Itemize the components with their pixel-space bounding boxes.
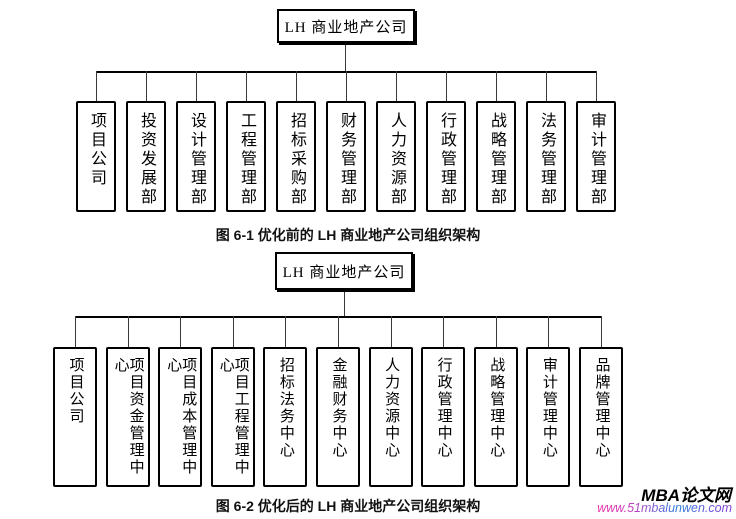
dept-box: 审计管理中心 xyxy=(526,316,571,487)
dept-box: 战略管理部 xyxy=(476,71,516,212)
dept-label: 审计管理中心 xyxy=(540,357,557,459)
figure-caption-6-2: 图 6-2 优化后的 LH 商业地产公司组织架构 xyxy=(215,498,481,514)
dept-box: 法务管理部 xyxy=(526,71,566,212)
dept-box: 设计管理部 xyxy=(176,71,216,212)
dept-box: 审计管理部 xyxy=(576,71,616,212)
dept-label: 战略管理部 xyxy=(488,112,505,207)
dept-label: 战略管理中心 xyxy=(488,357,505,459)
dept-box: 行政管理部 xyxy=(426,71,466,212)
dept-label: 人力资源部 xyxy=(388,112,405,207)
dept-label: 品牌管理中心 xyxy=(593,357,610,459)
dept-box: 行政管理中心 xyxy=(421,316,466,487)
org-chart2-departments-row: 项目公司 项目资金管理中心 项目成本管理中心 项目工程管理中心 招标法务中心 金… xyxy=(53,316,623,487)
dept-label: 项目工程管理中心 xyxy=(217,357,249,476)
org-chart1-root-label: LH 商业地产公司 xyxy=(284,19,408,36)
connector-line xyxy=(345,45,346,71)
dept-box: 项目公司 xyxy=(53,316,97,487)
watermark-site-url[interactable]: www.51mbalunwen.com xyxy=(597,501,732,515)
dept-label: 招标法务中心 xyxy=(277,357,294,459)
dept-label: 工程管理部 xyxy=(238,112,255,207)
dept-box: 工程管理部 xyxy=(226,71,266,212)
dept-label: 行政管理中心 xyxy=(435,357,452,459)
figure-caption-6-1: 图 6-1 优化前的 LH 商业地产公司组织架构 xyxy=(215,227,481,243)
dept-label: 项目公司 xyxy=(88,112,105,188)
dept-box: 项目资金管理中心 xyxy=(105,316,150,487)
dept-box: 项目工程管理中心 xyxy=(210,316,255,487)
watermark-site-name: MBA论文网 xyxy=(641,486,731,505)
dept-label: 财务管理部 xyxy=(338,112,355,207)
dept-box: 财务管理部 xyxy=(326,71,366,212)
dept-box: 品牌管理中心 xyxy=(578,316,623,487)
dept-label: 法务管理部 xyxy=(538,112,555,207)
dept-box: 金融财务中心 xyxy=(315,316,360,487)
dept-label: 行政管理部 xyxy=(438,112,455,207)
dept-box: 招标法务中心 xyxy=(263,316,308,487)
dept-label: 项目成本管理中心 xyxy=(165,357,197,476)
org-chart1-departments-row: 项目公司 投资发展部 设计管理部 工程管理部 招标采购部 财务管理部 人力资源部… xyxy=(76,71,616,212)
dept-box: 项目公司 xyxy=(76,71,116,212)
org-chart2-root-box: LH 商业地产公司 xyxy=(275,252,413,290)
dept-box: 人力资源中心 xyxy=(368,316,413,487)
dept-box: 投资发展部 xyxy=(126,71,166,212)
dept-label: 人力资源中心 xyxy=(383,357,400,459)
org-chart1-root-box: LH 商业地产公司 xyxy=(277,9,415,43)
dept-label: 设计管理部 xyxy=(188,112,205,207)
dept-box: 项目成本管理中心 xyxy=(158,316,203,487)
dept-box: 人力资源部 xyxy=(376,71,416,212)
org-chart2-root-label: LH 商业地产公司 xyxy=(282,264,406,281)
dept-label: 项目公司 xyxy=(67,357,84,425)
dept-label: 金融财务中心 xyxy=(330,357,347,459)
dept-label: 审计管理部 xyxy=(588,112,605,207)
dept-label: 项目资金管理中心 xyxy=(112,357,144,476)
dept-label: 投资发展部 xyxy=(138,112,155,207)
connector-line xyxy=(344,292,345,316)
dept-label: 招标采购部 xyxy=(288,112,305,207)
dept-box: 招标采购部 xyxy=(276,71,316,212)
dept-box: 战略管理中心 xyxy=(473,316,518,487)
